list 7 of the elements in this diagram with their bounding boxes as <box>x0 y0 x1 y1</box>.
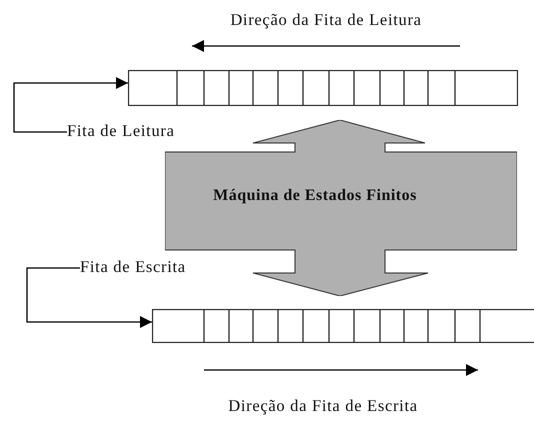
tape-label: Fita de Escrita <box>80 259 186 276</box>
direction-label: Direção da Fita de Leitura <box>230 12 422 28</box>
direction-label: Direção da Fita de Escrita <box>228 398 418 414</box>
arrow <box>26 267 152 328</box>
tape-label: Fita de Leitura <box>67 123 175 140</box>
arrow <box>13 77 128 133</box>
machine-title: Máquina de Estados Finitos <box>212 186 418 206</box>
